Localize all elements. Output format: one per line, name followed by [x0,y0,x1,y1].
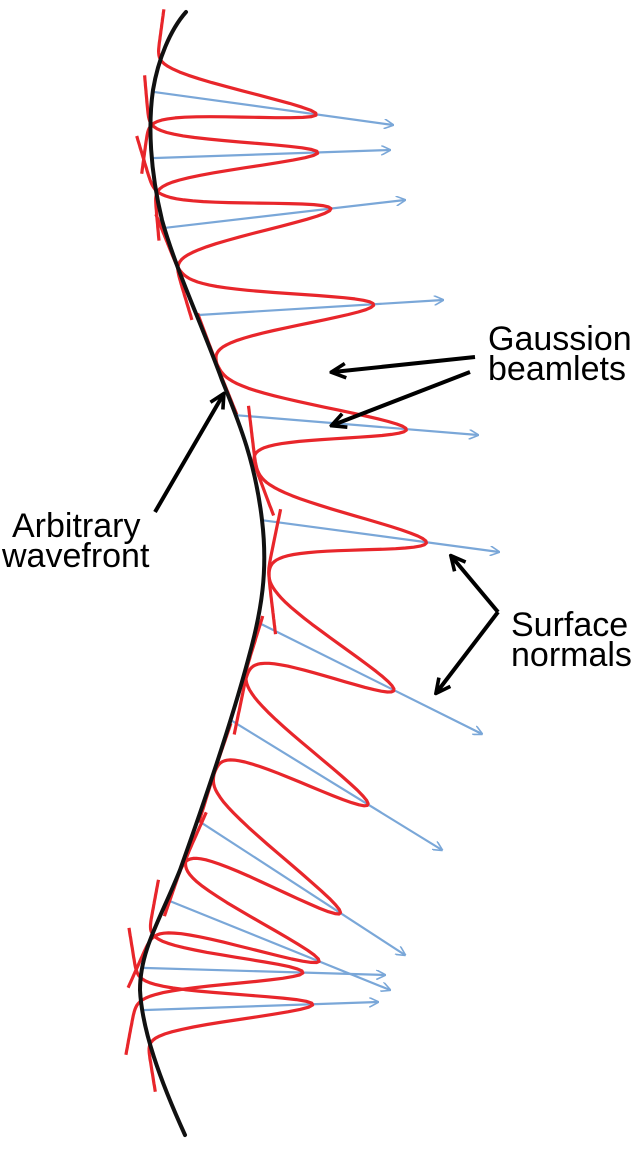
gaussian-beamlet [246,405,428,635]
gaussian-beamlet [140,9,318,175]
wavefront-label-line2: wavefront [1,537,150,575]
gaussian-callout-arrows [333,355,476,425]
gaussian-beamlet [143,75,320,241]
normals-callout-arrows [437,557,500,692]
gaussian-beamlet [124,879,305,1056]
wavefront-callout-arrow [153,395,223,514]
surface-normals [142,90,499,1012]
normals-label-line2: normals [511,636,632,674]
surface-normal-arrow [142,1002,378,1012]
surface-normal-arrow [196,819,405,955]
surface-normal-arrow [164,200,405,230]
gaussian-beamlet [154,213,376,416]
surface-normal-arrow [151,150,390,160]
wavefront-label-line1: Arbitrary [12,507,140,545]
surface-normal-arrow [261,519,499,552]
gaussian-label-line2: beamlets [488,350,626,388]
surface-normal-arrow [142,966,385,975]
gaussian-beamlets [124,9,428,1093]
gaussian-arrow-lower [333,370,471,425]
normals-arrow-upper [452,557,500,614]
gaussian-beamlet [135,135,333,321]
surface-normal-arrow [152,90,393,125]
gaussian-beamlet [127,927,315,1093]
surface-normal-arrow [235,414,478,435]
normals-arrow-lower [437,610,500,692]
normals-label-line1: Surface [511,606,628,644]
surface-normal-arrow [229,719,442,850]
gaussian-beamlet [232,508,396,735]
gaussian-arrow-upper [333,355,476,372]
surface-normal-arrow [256,621,482,734]
surface-normal-arrow [196,300,443,317]
surface-normal-arrow [166,899,390,990]
gaussian-beamlet [126,811,321,989]
wavefront-curve [137,10,267,1137]
gaussian-label-line1: Gaussion [488,320,632,358]
